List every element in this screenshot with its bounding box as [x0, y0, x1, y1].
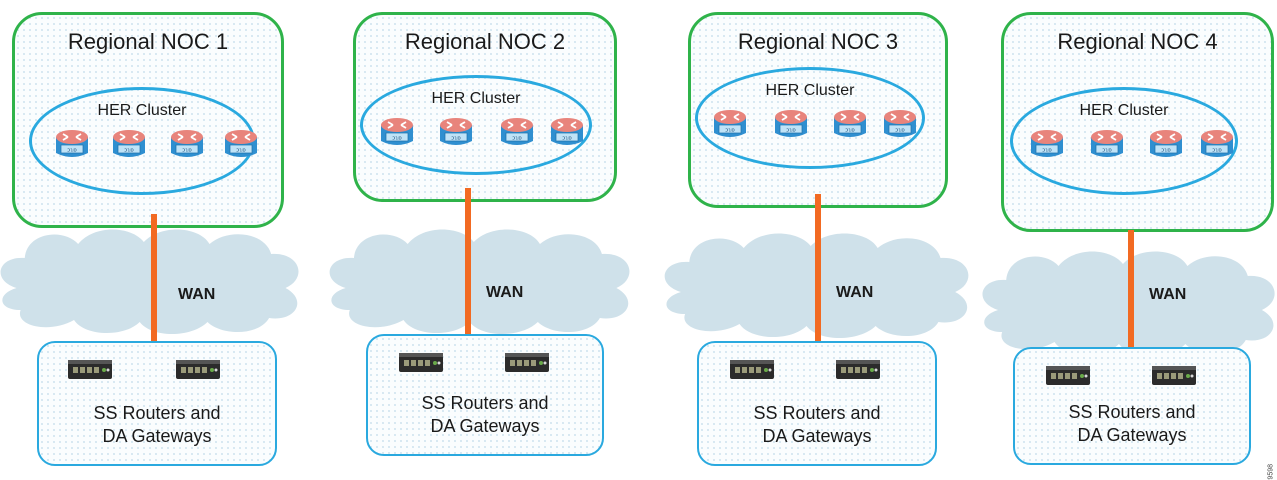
router-icon: ɔɿɒ	[169, 126, 205, 162]
router-icon: ɔɿɒ	[223, 126, 259, 162]
site-label: SS Routers and DA Gateways	[1015, 401, 1249, 447]
router-icon: ɔɿɒ	[712, 106, 748, 142]
gateway-device-icon	[1045, 365, 1091, 387]
wan-link	[815, 194, 821, 346]
wan-link	[465, 188, 471, 340]
site-label: SS Routers and DA Gateways	[368, 392, 602, 438]
regional-noc-box: Regional NOC 3 HER Cluster ɔɿɒ ɔɿɒ ɔɿɒ ɔɿ…	[688, 12, 948, 208]
router-icon: ɔɿɒ	[1148, 126, 1184, 162]
svg-text:ɔɿɒ: ɔɿɒ	[1102, 148, 1112, 154]
router-icon: ɔɿɒ	[54, 126, 90, 162]
regional-noc-box: Regional NOC 4 HER Cluster ɔɿɒ ɔɿɒ ɔɿɒ ɔɿ…	[1001, 12, 1274, 232]
svg-text:ɔɿɒ: ɔɿɒ	[786, 128, 796, 134]
cluster-label: HER Cluster	[431, 90, 521, 107]
svg-text:ɔɿɒ: ɔɿɒ	[845, 128, 855, 134]
router-icon: ɔɿɒ	[1089, 126, 1125, 162]
svg-text:ɔɿɒ: ɔɿɒ	[895, 128, 905, 134]
router-icon: ɔɿɒ	[1029, 126, 1065, 162]
regional-noc-box: Regional NOC 1 HER Cluster ɔɿɒ ɔɿɒ ɔɿɒ ɔɿ…	[12, 12, 284, 228]
svg-text:ɔɿɒ: ɔɿɒ	[1042, 148, 1052, 154]
her-cluster: HER Cluster ɔɿɒ ɔɿɒ ɔɿɒ ɔɿɒ	[695, 67, 925, 169]
field-devices-box: SS Routers and DA Gateways	[1013, 347, 1251, 465]
router-icon: ɔɿɒ	[111, 126, 147, 162]
her-cluster: HER Cluster ɔɿɒ ɔɿɒ ɔɿɒ ɔɿɒ	[29, 87, 257, 195]
her-cluster: HER Cluster ɔɿɒ ɔɿɒ ɔɿɒ ɔɿɒ	[1010, 87, 1238, 195]
field-devices-box: SS Routers and DA Gateways	[697, 341, 937, 466]
wan-link	[151, 214, 157, 346]
site-label-line1: SS Routers and	[1068, 402, 1196, 422]
cloud-shape	[329, 229, 630, 334]
site-label-line2: DA Gateways	[430, 416, 540, 436]
cloud-shape	[0, 229, 299, 334]
figure-id: 9598	[1268, 464, 1275, 480]
gateway-device-icon	[504, 352, 550, 374]
gateway-device-icon	[729, 359, 775, 381]
wan-cloud	[0, 218, 304, 336]
site-label: SS Routers and DA Gateways	[699, 402, 935, 448]
router-icon: ɔɿɒ	[549, 114, 585, 150]
router-icon: ɔɿɒ	[379, 114, 415, 150]
svg-text:ɔɿɒ: ɔɿɒ	[1212, 148, 1222, 154]
router-icon: ɔɿɒ	[438, 114, 474, 150]
her-cluster: HER Cluster ɔɿɒ ɔɿɒ ɔɿɒ ɔɿɒ	[360, 75, 592, 175]
regional-noc-box: Regional NOC 2 HER Cluster ɔɿɒ ɔɿɒ ɔɿɒ ɔɿ…	[353, 12, 617, 202]
gateway-device-icon	[175, 359, 221, 381]
wan-label: WAN	[178, 286, 216, 303]
svg-text:ɔɿɒ: ɔɿɒ	[236, 148, 246, 154]
svg-text:ɔɿɒ: ɔɿɒ	[1161, 148, 1171, 154]
site-label: SS Routers and DA Gateways	[39, 402, 275, 448]
router-icon: ɔɿɒ	[832, 106, 868, 142]
site-label-line1: SS Routers and	[93, 403, 221, 423]
noc-title: Regional NOC 1	[67, 29, 229, 54]
router-icon: ɔɿɒ	[499, 114, 535, 150]
svg-text:ɔɿɒ: ɔɿɒ	[451, 136, 461, 142]
svg-text:ɔɿɒ: ɔɿɒ	[725, 128, 735, 134]
router-icon: ɔɿɒ	[773, 106, 809, 142]
gateway-device-icon	[835, 359, 881, 381]
cluster-label: HER Cluster	[765, 82, 855, 99]
wan-label: WAN	[486, 284, 524, 301]
svg-text:ɔɿɒ: ɔɿɒ	[562, 136, 572, 142]
site-label-line1: SS Routers and	[753, 403, 881, 423]
svg-text:ɔɿɒ: ɔɿɒ	[124, 148, 134, 154]
site-label-line2: DA Gateways	[1077, 425, 1187, 445]
wan-link	[1128, 230, 1134, 358]
gateway-device-icon	[67, 359, 113, 381]
wan-cloud	[325, 218, 635, 336]
router-icon: ɔɿɒ	[1199, 126, 1235, 162]
gateway-device-icon	[1151, 365, 1197, 387]
noc-title: Regional NOC 3	[737, 29, 899, 54]
router-icon: ɔɿɒ	[882, 106, 918, 142]
svg-text:ɔɿɒ: ɔɿɒ	[67, 148, 77, 154]
site-label-line1: SS Routers and	[421, 393, 549, 413]
svg-text:ɔɿɒ: ɔɿɒ	[392, 136, 402, 142]
cluster-label: HER Cluster	[97, 102, 187, 119]
gateway-device-icon	[398, 352, 444, 374]
site-label-line2: DA Gateways	[762, 426, 872, 446]
wan-label: WAN	[836, 284, 874, 301]
site-label-line2: DA Gateways	[102, 426, 212, 446]
noc-title: Regional NOC 2	[404, 29, 566, 54]
svg-text:ɔɿɒ: ɔɿɒ	[512, 136, 522, 142]
svg-text:ɔɿɒ: ɔɿɒ	[182, 148, 192, 154]
wan-label: WAN	[1149, 286, 1187, 303]
noc-title: Regional NOC 4	[1057, 29, 1218, 54]
cluster-label: HER Cluster	[1079, 102, 1169, 119]
field-devices-box: SS Routers and DA Gateways	[37, 341, 277, 466]
field-devices-box: SS Routers and DA Gateways	[366, 334, 604, 456]
